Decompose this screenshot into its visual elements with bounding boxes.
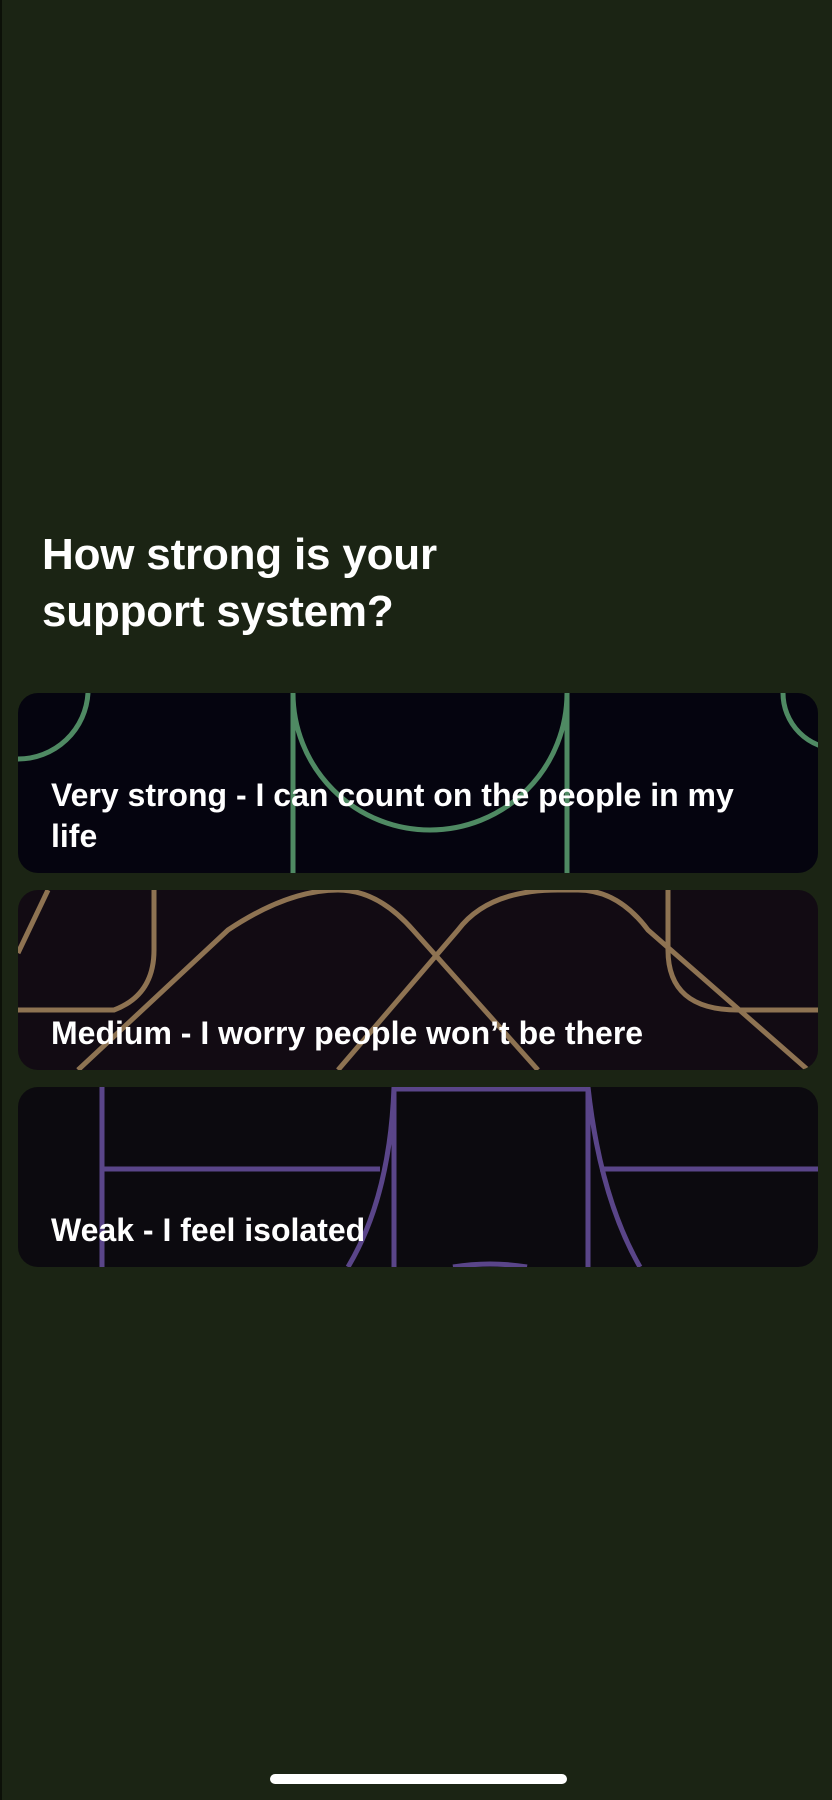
- option-label: Weak - I feel isolated: [51, 1212, 366, 1248]
- purple-grid-pattern: [99, 1087, 818, 1267]
- answer-options: Very strong - I can count on the people …: [18, 693, 818, 1284]
- green-arcs-pattern: [18, 693, 818, 873]
- screen-edge: [0, 0, 2, 1800]
- option-very-strong[interactable]: Very strong - I can count on the people …: [18, 693, 818, 873]
- option-weak[interactable]: Weak - I feel isolated: [18, 1087, 818, 1267]
- option-label: Medium - I worry people won’t be there: [51, 1015, 644, 1051]
- question-title: How strong is your support system?: [42, 530, 437, 636]
- tan-crossing-pattern: [18, 890, 818, 1070]
- home-indicator[interactable]: [270, 1774, 567, 1784]
- option-medium[interactable]: Medium - I worry people won’t be there: [18, 890, 818, 1070]
- option-label: Very strong - I can count on the people …: [51, 777, 734, 854]
